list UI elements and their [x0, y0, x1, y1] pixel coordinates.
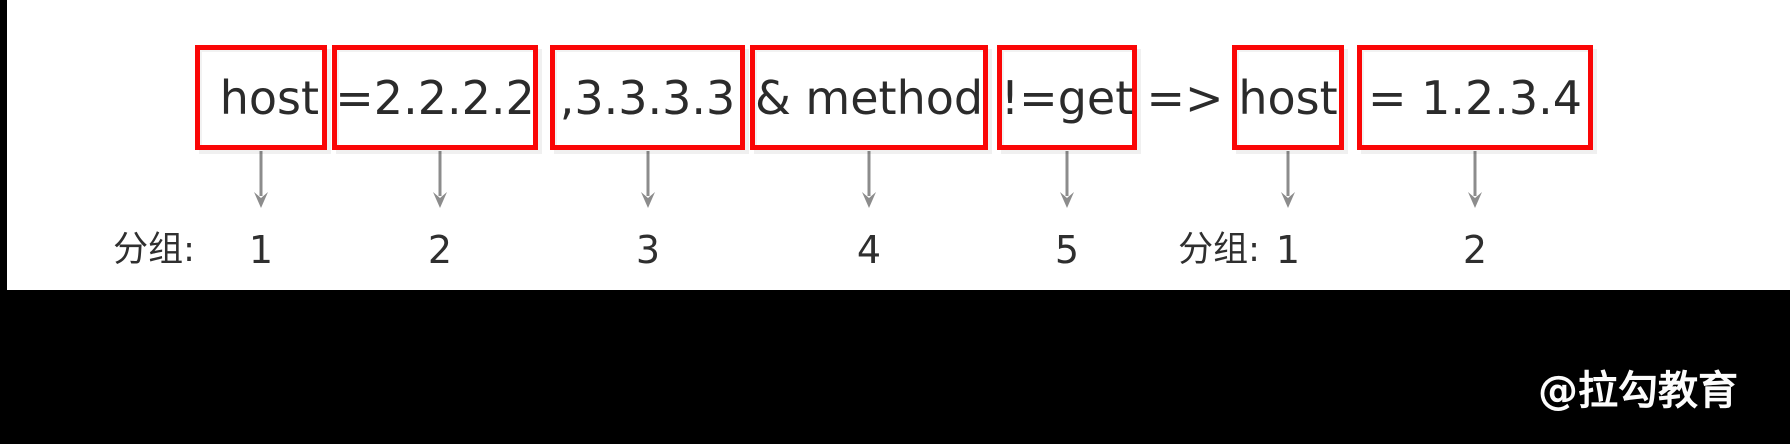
segment-box-and-method: & method — [750, 45, 988, 150]
group-number-3: 3 — [635, 228, 661, 272]
down-arrow-icon — [433, 151, 447, 208]
segment-box-host-rewrite: host — [1232, 45, 1344, 150]
group-number-2: 2 — [427, 228, 453, 272]
group-label: 分组: — [113, 230, 195, 270]
rewrite-separator: => — [1143, 45, 1227, 150]
segment-text: = 1.2.3.4 — [1367, 70, 1583, 125]
down-arrow-icon — [254, 151, 268, 208]
down-arrow-icon — [1468, 151, 1482, 208]
group-number-1: 1 — [248, 228, 274, 272]
group-label: 分组: — [1178, 230, 1260, 270]
group-number-4: 4 — [856, 228, 882, 272]
group-number-5: 5 — [1054, 228, 1080, 272]
rewrite-group-number-1: 1 — [1275, 228, 1301, 272]
segment-text: ,3.3.3.3 — [559, 70, 736, 125]
segment-text: =2.2.2.2 — [335, 70, 535, 125]
watermark: @拉勾教育 — [1538, 368, 1738, 414]
separator-text: => — [1146, 70, 1224, 125]
segment-text: host — [219, 70, 319, 125]
down-arrow-icon — [862, 151, 876, 208]
segment-box-eq-1234: = 1.2.3.4 — [1357, 45, 1593, 150]
left-edge-bar — [0, 0, 7, 444]
segment-box-host: host — [195, 45, 327, 150]
segment-box-noteq-get: !=get — [997, 45, 1137, 150]
segment-box-comma-3333: ,3.3.3.3 — [550, 45, 745, 150]
footer-bar: @拉勾教育 — [0, 290, 1790, 444]
segment-text: host — [1238, 70, 1338, 125]
down-arrow-icon — [1060, 151, 1074, 208]
segment-box-eq-2222: =2.2.2.2 — [332, 45, 538, 150]
down-arrow-icon — [1281, 151, 1295, 208]
segment-text: !=get — [1000, 70, 1134, 125]
down-arrow-icon — [641, 151, 655, 208]
rewrite-group-number-2: 2 — [1462, 228, 1488, 272]
segment-text: & method — [754, 70, 984, 125]
